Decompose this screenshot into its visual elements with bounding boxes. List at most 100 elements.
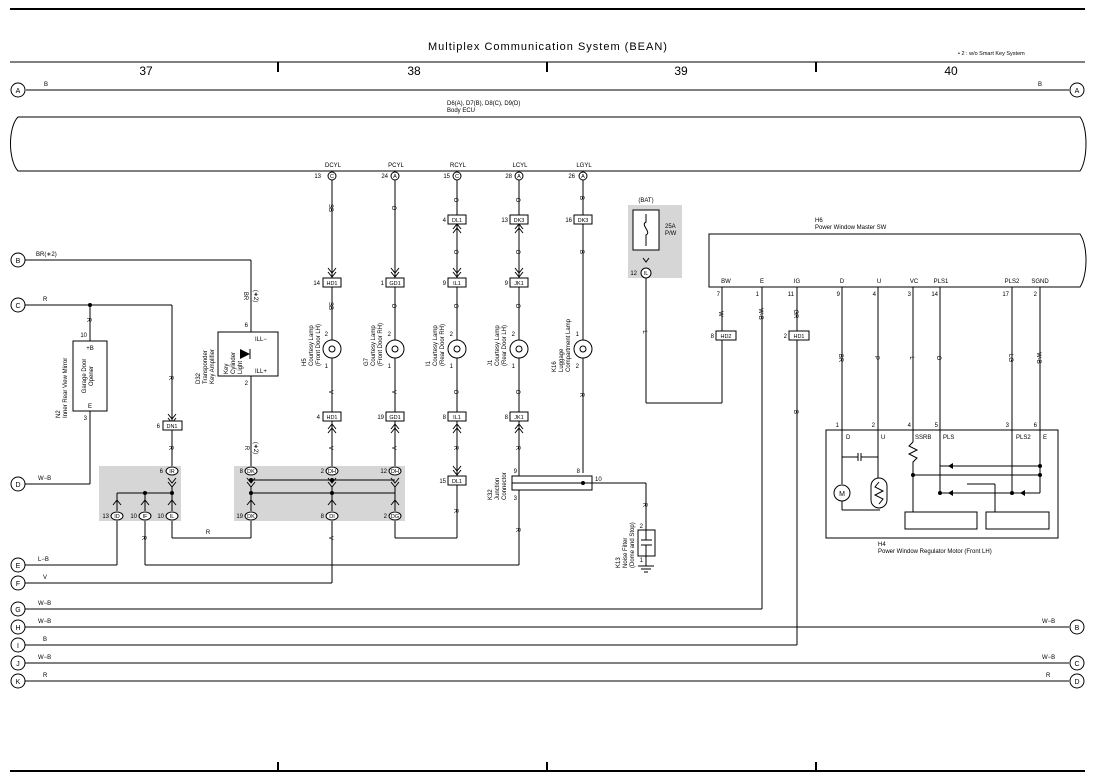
svg-text:24: 24 <box>381 174 388 180</box>
svg-text:R: R <box>578 393 584 398</box>
svg-text:W−B: W−B <box>38 655 51 661</box>
svg-text:ID: ID <box>114 514 120 520</box>
svg-text:R: R <box>140 536 146 541</box>
svg-text:B: B <box>792 410 798 414</box>
svg-text:1: 1 <box>576 332 580 338</box>
svg-text:Courtesy Lamp(Front Door LH): Courtesy Lamp(Front Door LH) <box>309 324 322 366</box>
lamp-i1: 2 1 I1 Courtesy Lamp(Rear Door RH) <box>426 324 467 370</box>
svg-text:HD1: HD1 <box>326 281 337 287</box>
ground-icon <box>638 565 654 573</box>
column-38: 38 <box>407 64 421 78</box>
svg-text:PLS2: PLS2 <box>1016 435 1031 441</box>
inner-rear-view-mirror: 10 +B E Garage DoorOpener 3 N2 Inner Rea… <box>56 333 108 422</box>
svg-text:GR: GR <box>792 310 798 320</box>
ecu-pin-lgyl: LGYL 26 A B <box>568 163 592 200</box>
svg-text:3: 3 <box>908 292 912 298</box>
master-sw-box <box>708 233 1087 288</box>
svg-text:1: 1 <box>325 364 329 370</box>
svg-text:U: U <box>881 435 885 441</box>
svg-text:KeyCylinderLight: KeyCylinderLight <box>224 352 244 374</box>
svg-text:O: O <box>514 390 520 395</box>
svg-text:A: A <box>393 174 397 180</box>
transponder-key-amplifier: 6 ILL− ILL+ KeyCylinderLight 2 D32 Trans… <box>196 323 279 387</box>
svg-text:15: 15 <box>439 479 446 485</box>
svg-text:K16: K16 <box>552 361 558 372</box>
master-sw-pins: BW E IG D U VC PLS1 PLS2 SGND 7 1 11 9 4… <box>717 279 1050 298</box>
svg-text:10: 10 <box>157 514 164 520</box>
connector-dk3-upper-b: DK3 16 <box>565 214 593 225</box>
svg-text:3: 3 <box>84 416 88 422</box>
svg-text:6: 6 <box>245 323 249 329</box>
lamp-j1-top-connector: JK1 9 <box>505 277 529 288</box>
svg-text:DK: DK <box>247 469 255 475</box>
lamp-i1-top-connector: IL1 9 <box>443 277 467 288</box>
svg-text:R: R <box>43 297 48 303</box>
svg-text:26: 26 <box>568 174 575 180</box>
connector-dl1-upper: DL1 4 <box>443 214 467 225</box>
svg-text:PCYL: PCYL <box>388 163 404 169</box>
svg-text:2: 2 <box>872 423 876 429</box>
svg-text:C: C <box>455 174 459 180</box>
svg-text:(∗2): (∗2) <box>252 442 258 454</box>
svg-text:GD1: GD1 <box>389 415 400 421</box>
svg-text:DK3: DK3 <box>514 218 525 224</box>
svg-text:15: 15 <box>443 174 450 180</box>
svg-text:W−B: W−B <box>38 601 51 607</box>
svg-text:O: O <box>452 250 458 255</box>
svg-text:B: B <box>16 258 21 265</box>
svg-text:TransponderKey Amplifier: TransponderKey Amplifier <box>203 349 216 384</box>
svg-text:R: R <box>85 318 91 323</box>
svg-text:(BAT): (BAT) <box>638 198 653 204</box>
svg-text:2: 2 <box>640 524 644 530</box>
svg-text:O: O <box>935 356 941 361</box>
svg-text:R: R <box>243 446 249 451</box>
connector-hd2: HD2 8 <box>711 330 737 341</box>
svg-text:B: B <box>1075 625 1080 632</box>
column-39: 39 <box>674 64 688 78</box>
svg-text:J: J <box>16 661 20 668</box>
lamp-k16: 1 2 K16 LuggageCompartment Lamp <box>552 318 593 372</box>
svg-text:O: O <box>514 198 520 203</box>
svg-text:3: 3 <box>514 496 518 502</box>
junction-mid-top: DK 8 DH 2 DH 12 <box>240 466 402 476</box>
svg-text:H4: H4 <box>878 542 886 548</box>
ecu-pin-dcyl: DCYL 13 C SB <box>314 163 341 212</box>
lamp-h5-top-connector: HD1 14 <box>313 277 342 288</box>
svg-text:ILL+: ILL+ <box>255 369 267 375</box>
svg-text:LGYL: LGYL <box>576 163 592 169</box>
ecu-name: Body ECU <box>447 108 475 114</box>
svg-text:IL: IL <box>170 514 175 520</box>
svg-text:8: 8 <box>321 514 325 520</box>
svg-text:F: F <box>16 581 20 588</box>
wire-label: B <box>1038 82 1042 88</box>
svg-text:G: G <box>15 607 20 614</box>
svg-text:IF: IF <box>143 514 149 520</box>
svg-text:H6: H6 <box>815 218 823 224</box>
svg-text:LCYL: LCYL <box>512 163 528 169</box>
svg-text:13: 13 <box>102 514 109 520</box>
svg-text:JK1: JK1 <box>514 415 523 421</box>
svg-text:R: R <box>206 530 211 536</box>
svg-text:9: 9 <box>443 281 447 287</box>
page-title: Multiplex Communication System (BEAN) <box>428 41 668 53</box>
svg-text:6: 6 <box>160 469 164 475</box>
svg-text:DL1: DL1 <box>452 479 462 485</box>
svg-text:B: B <box>578 250 584 254</box>
svg-text:6: 6 <box>1034 423 1038 429</box>
junction-connector-k32: 9 8 10 3 K32 JunctionConnector <box>488 469 602 502</box>
svg-text:V: V <box>327 446 333 450</box>
svg-text:4: 4 <box>873 292 877 298</box>
svg-text:W−B: W−B <box>38 476 51 482</box>
ecu-codes: D6(A), D7(B), D8(C), D9(D) <box>447 101 520 107</box>
svg-text:K: K <box>16 679 21 686</box>
svg-text:BR(∗2): BR(∗2) <box>36 252 57 258</box>
svg-text:P: P <box>873 356 879 360</box>
svg-text:13: 13 <box>501 218 508 224</box>
svg-text:D: D <box>15 482 20 489</box>
svg-text:8: 8 <box>505 415 509 421</box>
svg-text:DG: DG <box>391 514 399 520</box>
svg-text:DL1: DL1 <box>452 218 462 224</box>
svg-text:H: H <box>15 625 20 632</box>
svg-text:L: L <box>908 356 914 360</box>
